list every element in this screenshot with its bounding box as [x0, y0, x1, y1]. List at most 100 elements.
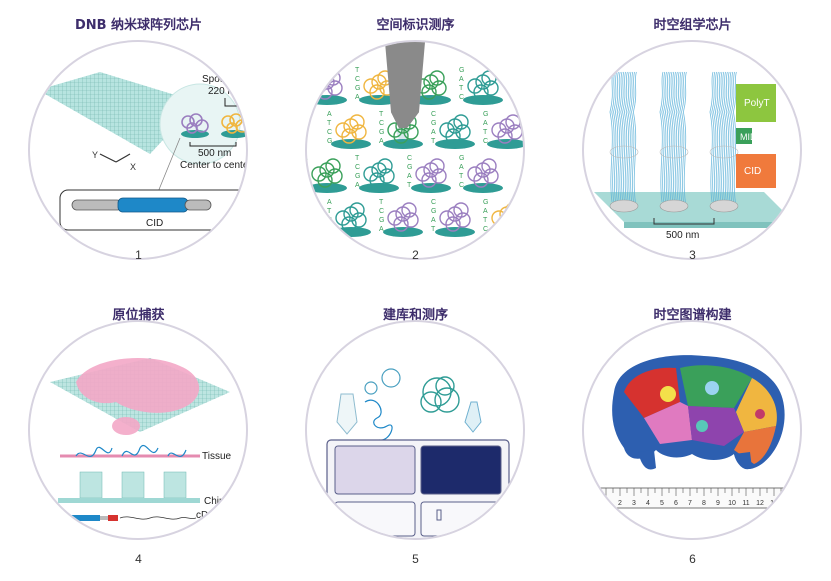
base-letter: T [327, 208, 332, 215]
cid-label: CID [146, 218, 163, 229]
base-letter: T [355, 67, 360, 74]
base-letter: T [307, 164, 308, 171]
polyt-block [736, 84, 776, 122]
panel-title: 原位捕获 [112, 308, 165, 323]
ruler-tick-label: 12 [756, 500, 764, 507]
base-letter: C [483, 138, 488, 145]
cdna-cid-segment [68, 515, 100, 521]
ruler-tick-label: 3 [632, 500, 636, 507]
base-letter: C [355, 76, 360, 83]
base-letter: T [459, 173, 464, 180]
ruler-tick-label: 7 [688, 500, 692, 507]
pitch-label: 500 nm [666, 230, 699, 241]
probe-column [609, 71, 639, 213]
base-letter: A [307, 155, 308, 162]
base-letter: T [355, 155, 360, 162]
base-letter: C [483, 226, 488, 233]
probe-column [709, 71, 739, 213]
dnb-purple [181, 113, 209, 138]
panel-dnb-array-chip: DNB 纳米球阵列芯片 [0, 0, 277, 290]
base-letter: G [431, 208, 436, 215]
base-letter: C [327, 217, 332, 224]
base-letter: A [483, 120, 488, 127]
dnb-array-illustration: Spot size 220 nm 500 nm Center to center… [38, 72, 248, 231]
base-letter: A [355, 182, 360, 189]
step-number: 6 [689, 552, 696, 566]
tissue-label: Tissue [202, 451, 232, 462]
panel-spatial-id-sequencing: 空间标识测序 ATCGTCGACGATGATCATCGTCGACGATGATCA… [277, 0, 554, 290]
step-number: 2 [412, 248, 419, 262]
base-letter: G [483, 111, 488, 118]
svg-text:Y: Y [92, 150, 98, 160]
base-letter: T [327, 120, 332, 127]
base-letter: A [407, 173, 412, 180]
chip-base [594, 192, 794, 222]
base-letter: T [379, 199, 384, 206]
spot-size-label: Spot size [202, 74, 244, 85]
base-letter: T [307, 76, 308, 83]
base-letter: G [355, 85, 360, 92]
pitch-note: Center to center [180, 160, 248, 171]
base-letter: C [355, 164, 360, 171]
scale-ruler [591, 487, 797, 509]
base-letter: G [327, 138, 332, 145]
panel-illustration: Spot size 220 nm 500 nm Center to center… [28, 40, 248, 260]
ruler-tick-label: 10 [728, 500, 736, 507]
base-letter: T [431, 226, 436, 233]
panel-illustration: Tissue Chip cDNA [28, 320, 248, 540]
base-letter: T [483, 217, 488, 224]
ruler-tick-label: 4 [646, 500, 650, 507]
base-letter: G [327, 226, 332, 233]
ruler-tick-label: 9 [716, 500, 720, 507]
library-illustration [326, 368, 510, 538]
panel-stereo-chip: 时空组学芯片 PolyT MID CID 500 nm 3 [554, 0, 831, 290]
probe-column [659, 71, 689, 213]
base-letter: T [379, 111, 384, 118]
base-letter: G [379, 129, 384, 136]
base-letter: A [459, 76, 464, 83]
mid-block [736, 128, 752, 144]
panel-title: 空间标识测序 [376, 18, 455, 33]
panel-illustration: PolyT MID CID 500 nm [582, 40, 802, 260]
base-letter: C [307, 173, 308, 180]
base-letter: C [307, 85, 308, 92]
ruler-tick-label: 6 [674, 500, 678, 507]
spot-size-value: 220 nm [208, 86, 241, 97]
base-letter: A [307, 67, 308, 74]
ruler-tick-label: 14 [784, 500, 792, 507]
base-letter: C [459, 94, 464, 101]
cid-block [736, 154, 776, 188]
capture-illustration: Tissue Chip cDNA [50, 358, 232, 521]
base-letter: C [431, 199, 436, 206]
panel-illustration [305, 320, 525, 540]
base-letter: A [327, 111, 332, 118]
base-letter: A [431, 129, 436, 136]
step-number: 5 [412, 552, 419, 566]
cdna-label: cDNA [196, 510, 222, 521]
base-letter: G [459, 67, 464, 74]
ruler-tick-label: 13 [770, 500, 778, 507]
panel-illustration: ATCGTCGACGATGATCATCGTCGACGATGATCATCGTCGA… [305, 40, 525, 260]
base-letter: A [483, 208, 488, 215]
chip-label: Chip [204, 496, 225, 507]
base-letter: C [379, 120, 384, 127]
base-letter: A [459, 164, 464, 171]
step-number: 1 [135, 248, 142, 262]
sequencing-illustration: ATCGTCGACGATGATCATCGTCGACGATGATCATCGTCGA… [307, 42, 523, 237]
panel-title: 时空图谱构建 [653, 308, 732, 323]
base-letter: G [355, 173, 360, 180]
ruler-tick-label: 2 [618, 500, 622, 507]
chip-bar [58, 498, 200, 503]
step-number: 4 [135, 552, 142, 566]
panel-library-sequencing: 建库和测序 5 [277, 290, 554, 580]
